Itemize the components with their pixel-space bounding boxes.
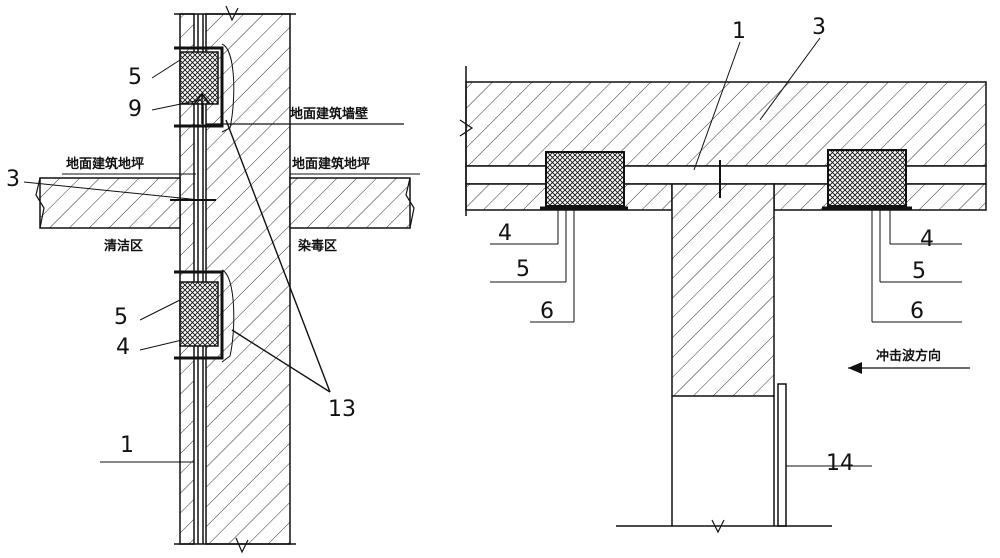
seal-block-right-right bbox=[827, 149, 907, 207]
label-floor-left: 地面建筑地坪 bbox=[66, 156, 144, 172]
left-floor-clean bbox=[39, 177, 181, 229]
left-main-wall bbox=[205, 13, 291, 545]
callout-5-bottom: 5 bbox=[114, 305, 128, 330]
callout-5-right-right: 5 bbox=[912, 259, 926, 284]
callout-6-right-left: 6 bbox=[540, 299, 554, 324]
left-section-drawing: 地面建筑墙壁 地面建筑地坪 地面建筑地坪 清洁区 染毒区 5 9 3 5 4 1… bbox=[6, 5, 420, 554]
label-floor-right: 地面建筑地坪 bbox=[292, 156, 370, 172]
callout-1-left: 1 bbox=[120, 433, 134, 458]
callout-5-top: 5 bbox=[128, 65, 142, 90]
left-floor-contaminated bbox=[289, 177, 411, 229]
label-clean-zone: 清洁区 bbox=[104, 238, 143, 254]
seal-block-top bbox=[179, 51, 219, 105]
callout-5-right-left: 5 bbox=[516, 257, 530, 282]
item-14-plate bbox=[777, 383, 787, 527]
seal-block-right-left bbox=[545, 151, 625, 207]
right-pier bbox=[671, 183, 775, 397]
callout-6-right-right: 6 bbox=[910, 299, 924, 324]
callout-4-right-right: 4 bbox=[920, 227, 934, 252]
callout-4-left: 4 bbox=[116, 335, 130, 360]
callout-3-right: 3 bbox=[812, 15, 826, 40]
label-wall: 地面建筑墙壁 bbox=[290, 106, 368, 122]
callout-9: 9 bbox=[128, 97, 142, 122]
callout-1-right: 1 bbox=[732, 19, 746, 44]
callout-3-left: 3 bbox=[6, 167, 20, 192]
callout-4-right-left: 4 bbox=[498, 221, 512, 246]
label-shock-direction: 冲击波方向 bbox=[876, 348, 941, 364]
label-contaminated-zone: 染毒区 bbox=[297, 238, 337, 254]
callout-14: 14 bbox=[826, 451, 854, 476]
right-section-drawing: 冲击波方向 1 3 4 5 6 4 5 6 14 bbox=[459, 15, 987, 534]
right-top-slab bbox=[465, 81, 987, 167]
callout-13: 13 bbox=[328, 397, 356, 422]
seal-block-bottom bbox=[179, 281, 219, 347]
